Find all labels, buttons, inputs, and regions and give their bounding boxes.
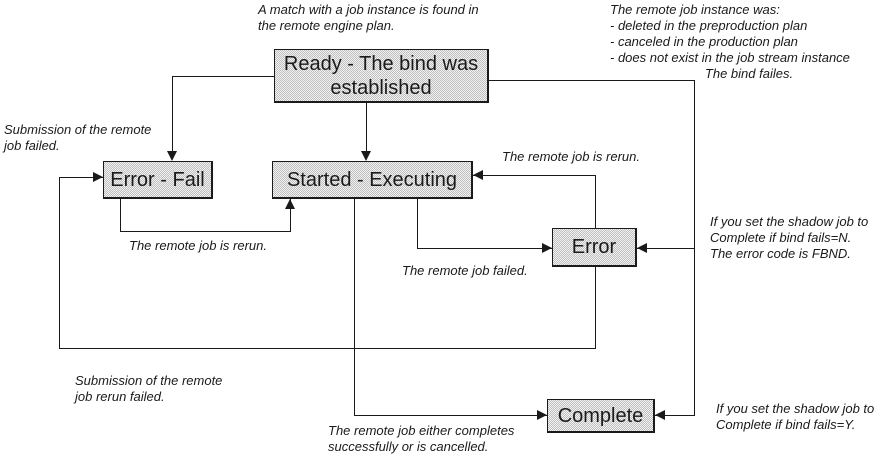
state-complete: Complete — [547, 399, 655, 433]
arrowhead-into-started-right-icon — [473, 170, 483, 180]
note-bind-fails-y: If you set the shadow job to Complete if… — [716, 401, 875, 432]
edge-error-to-errorfail-bottom-horizontal — [59, 348, 596, 349]
edge-ready-to-errorfail-vertical — [172, 76, 173, 153]
edge-into-errorfail-left-horizontal — [59, 177, 103, 178]
state-error: Error — [552, 228, 637, 267]
note-submission-failed: Submission of the remote job failed. — [4, 122, 152, 153]
edge-started-to-error-horizontal — [417, 248, 552, 249]
arrowhead-into-complete-left-icon — [537, 410, 547, 420]
note-rerun-submit-failed: Submission of the remote job rerun faile… — [75, 373, 223, 404]
edge-started-to-error-vertical — [417, 199, 418, 249]
edge-errorfail-bottom-vertical — [120, 199, 121, 232]
note-instance-was-list: The remote job instance was: - deleted i… — [610, 2, 850, 65]
edge-error-to-started-horizontal — [473, 175, 596, 176]
state-started-executing: Started - Executing — [272, 161, 473, 199]
arrowhead-into-errorfail-top-icon — [167, 151, 177, 161]
edge-ready-to-started-vertical — [366, 103, 367, 152]
arrowhead-into-error-right-icon — [637, 243, 647, 253]
note-match-found: A match with a job instance is found in … — [258, 2, 479, 33]
edge-rail-to-complete-horizontal — [655, 415, 695, 416]
arrowhead-into-started-top-icon — [361, 151, 371, 161]
note-job-failed: The remote job failed. — [402, 263, 528, 278]
edge-started-to-complete-horizontal — [354, 415, 547, 416]
arrowhead-into-started-bottom-icon — [285, 199, 295, 209]
edge-ready-right-horizontal — [489, 80, 695, 81]
note-rerun-left: The remote job is rerun. — [129, 238, 268, 253]
edge-errorfail-to-started-horizontal — [120, 231, 291, 232]
edge-rail-to-error-horizontal — [637, 248, 695, 249]
edge-errorfail-to-started-vertical — [290, 199, 291, 232]
edge-started-to-complete-vertical — [354, 199, 355, 416]
arrowhead-into-complete-right-icon — [655, 410, 665, 420]
edge-ready-to-errorfail-horizontal — [172, 76, 275, 77]
state-ready: Ready - The bind was established — [274, 49, 489, 103]
note-bind-fails: The bind failes. — [704, 66, 794, 81]
arrowhead-into-errorfail-left-icon — [93, 172, 103, 182]
state-error-fail: Error - Fail — [103, 161, 213, 199]
note-rerun-right: The remote job is rerun. — [502, 149, 641, 164]
edge-error-to-errorfail-left-vertical — [59, 177, 60, 349]
note-job-completes: The remote job either completes successf… — [328, 423, 515, 454]
note-bind-fails-n: If you set the shadow job to Complete if… — [710, 214, 869, 261]
arrowhead-into-error-left-icon — [542, 243, 552, 253]
